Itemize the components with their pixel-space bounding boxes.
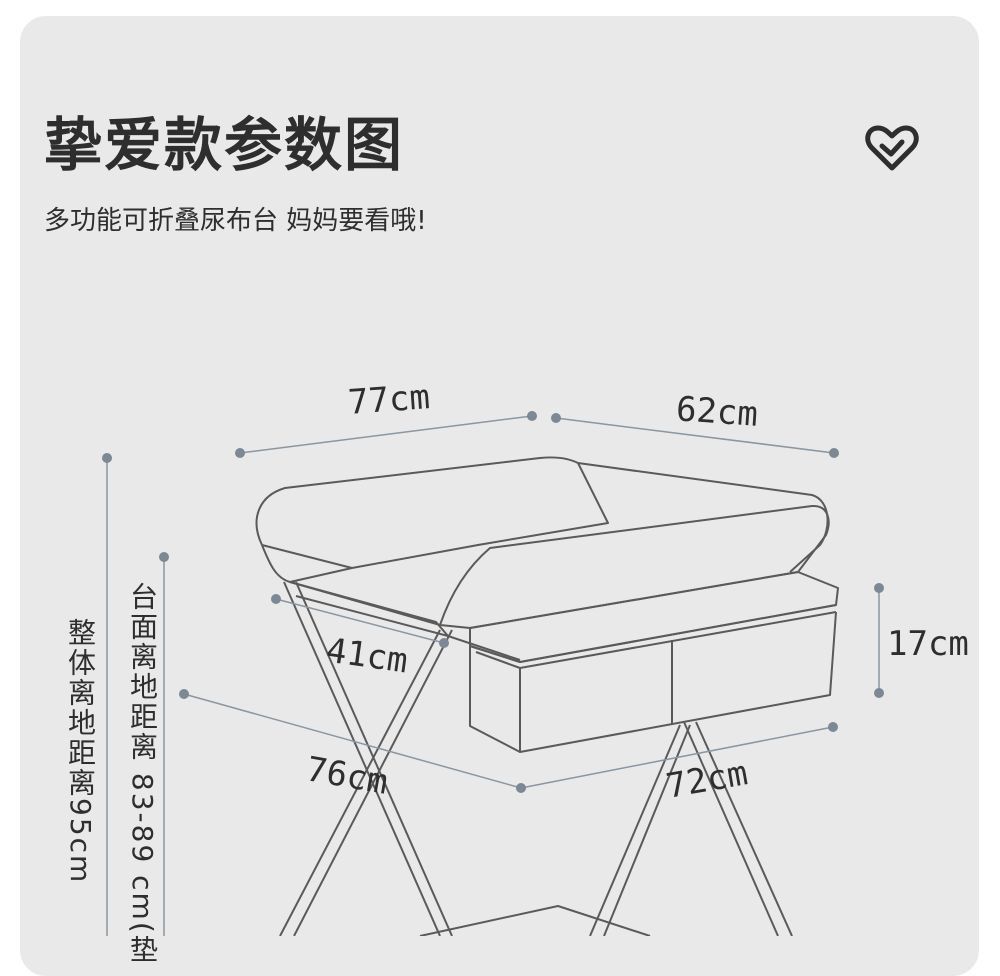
dim-dot (874, 583, 884, 593)
dim-dot (551, 413, 561, 423)
dim-line-62 (555, 417, 835, 454)
leg-left-b (279, 629, 441, 936)
dim-dot (159, 552, 169, 562)
dim-dot (439, 638, 449, 648)
dim-line-72 (520, 726, 834, 789)
leg-right-a2 (603, 724, 691, 936)
leg-left-b2 (293, 629, 453, 936)
dim-line-77 (239, 415, 533, 454)
dim-label-length: 77cm (346, 377, 432, 423)
leg-right-b (683, 721, 779, 936)
dim-dot (829, 448, 839, 458)
leg-right-b2 (695, 721, 793, 936)
dim-label-surface-height: 台面离地距离 83-89 cm(垫 (126, 582, 159, 965)
bottom-shelf (419, 905, 651, 936)
heart-check-icon (865, 125, 919, 171)
dim-dot (874, 688, 884, 698)
basket-front (519, 611, 837, 753)
dim-dot (527, 411, 537, 421)
dim-line-41 (275, 598, 445, 644)
leg-left-a (283, 581, 441, 936)
dim-line-76 (183, 693, 522, 789)
page-subtitle: 多功能可折叠尿布台 妈妈要看哦! (44, 206, 427, 236)
dim-label-storage-height: 17cm (887, 624, 969, 664)
product-diagram (102, 411, 884, 936)
dim-dot (235, 448, 245, 458)
basket-top (469, 571, 839, 663)
tray-side-left (289, 581, 521, 661)
basket-left (469, 646, 521, 753)
tray-side-left-2 (295, 595, 449, 637)
mattress-left-pad (261, 462, 609, 569)
page-title: 挚爱款参数图 (44, 111, 405, 179)
leg-left-a2 (295, 581, 453, 936)
dim-dot (179, 689, 189, 699)
tray-left-lip (261, 544, 441, 626)
dim-label-width: 62cm (674, 389, 760, 435)
dim-label-total-height: 整体离地距离95cm (64, 618, 97, 885)
leg-right-a (589, 724, 681, 936)
mattress-inner (289, 567, 353, 583)
basket-band (469, 604, 837, 663)
product-card (20, 16, 979, 976)
dim-dot (516, 783, 526, 793)
dim-dot (271, 594, 281, 604)
dim-dot (828, 722, 838, 732)
dim-dot (102, 453, 112, 463)
front-pad (439, 504, 830, 629)
